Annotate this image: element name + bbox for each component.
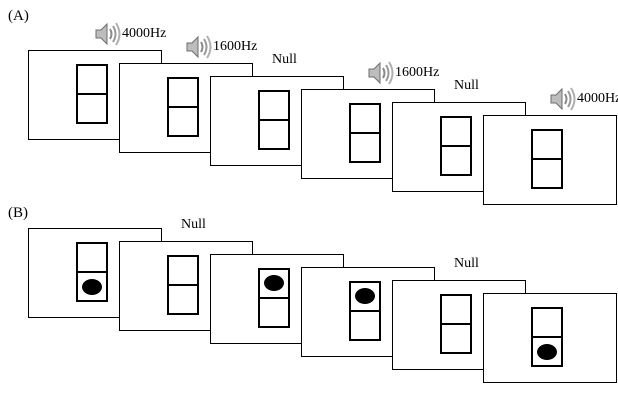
null-label: Null (272, 52, 297, 67)
target-dot (355, 288, 375, 304)
two-cell-box (531, 129, 563, 189)
cell-divider (351, 132, 379, 134)
two-cell-box (349, 103, 381, 163)
panel-b-label: (B) (8, 205, 28, 221)
cell-divider (533, 158, 561, 160)
two-cell-box (258, 90, 290, 150)
null-label: Null (454, 78, 479, 93)
cell-divider (169, 106, 197, 108)
two-cell-box (440, 116, 472, 176)
cell-divider (78, 93, 106, 95)
two-cell-box (440, 294, 472, 354)
cell-divider (78, 271, 106, 273)
tone-frequency-label: 1600Hz (395, 65, 440, 80)
null-label: Null (181, 217, 206, 232)
two-cell-box (167, 255, 199, 315)
speaker-icon (363, 57, 397, 89)
speaker-icon (90, 18, 124, 50)
two-cell-box (76, 242, 108, 302)
tone-frequency-label: 4000Hz (577, 91, 618, 106)
target-dot (82, 279, 102, 295)
tone-frequency-label: 1600Hz (213, 39, 258, 54)
cell-divider (442, 145, 470, 147)
cell-divider (351, 310, 379, 312)
cell-divider (533, 336, 561, 338)
speaker-icon (545, 83, 579, 115)
panel-a-label: (A) (8, 8, 29, 24)
cell-divider (442, 323, 470, 325)
two-cell-box (531, 307, 563, 367)
two-cell-box (167, 77, 199, 137)
target-dot (264, 275, 284, 291)
two-cell-box (349, 281, 381, 341)
screen-frame (483, 293, 617, 383)
two-cell-box (258, 268, 290, 328)
tone-frequency-label: 4000Hz (122, 26, 167, 41)
target-dot (537, 344, 557, 360)
screen-frame (483, 115, 617, 205)
cell-divider (260, 297, 288, 299)
two-cell-box (76, 64, 108, 124)
cell-divider (260, 119, 288, 121)
null-label: Null (454, 256, 479, 271)
cell-divider (169, 284, 197, 286)
speaker-icon (181, 31, 215, 63)
